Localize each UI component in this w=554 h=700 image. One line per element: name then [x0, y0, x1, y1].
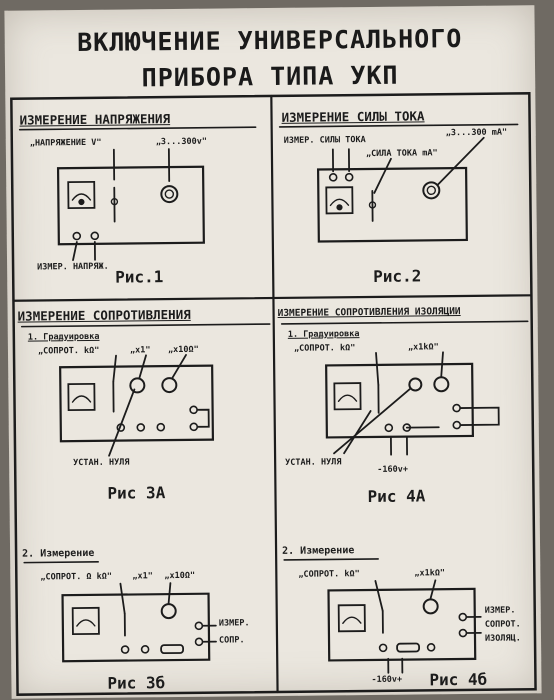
fig3a-heading: ИЗМЕРЕНИЕ СОПРОТИВЛЕНИЯ	[17, 306, 191, 324]
fig4b-caption: Рис 4б	[429, 669, 488, 690]
fig4a-knob-x1k	[433, 376, 450, 393]
fig3b-caption: Рис 3б	[107, 673, 166, 693]
diagram-drawing	[10, 92, 537, 696]
fig2-label-current: „СИЛА ТОКА mA"	[365, 148, 438, 160]
fig3b-label-x1: „x1"	[132, 571, 153, 582]
fig4b-meter-icon	[337, 604, 366, 633]
fig3b-label-switch: „СОПРОТ. Ω kΩ"	[40, 571, 113, 583]
fig3b-label-x10: „x10Ω"	[164, 570, 196, 582]
fig2-range-knob	[422, 181, 441, 200]
fig2-label-terminals: ИЗМЕР. СИЛЫ ТОКА	[283, 135, 366, 146]
fig1-label-terminals: ИЗМЕР. НАПРЯЖ.	[37, 261, 109, 273]
fig3a-knob-x1	[129, 377, 146, 394]
fig1-range-knob	[160, 185, 179, 204]
fig1-heading: ИЗМЕРЕНИЕ НАПРЯЖЕНИЯ	[19, 111, 171, 128]
fig1-device-body	[56, 165, 205, 246]
fig3a-label-x1: „x1"	[129, 345, 151, 356]
instruction-sheet: ВКЛЮЧЕНИЕ УНИВЕРСАЛЬНОГО ПРИБОРА ТИПА УК…	[4, 5, 542, 699]
fig4a-label-x1k: „x1kΩ"	[407, 342, 439, 353]
fig2-meter-icon	[325, 186, 354, 215]
fig4a-knob-zero	[408, 377, 423, 392]
fig3b-label-meas-2: СОПР.	[218, 635, 245, 646]
fig2-device-body	[316, 166, 468, 243]
fig1-label-voltage: „НАПРЯЖЕНИЕ V"	[29, 137, 102, 149]
fig2-heading: ИЗМЕРЕНИЕ СИЛЫ ТОКА	[281, 108, 425, 125]
fig4a-step: 1. Градуировка	[287, 329, 360, 340]
fig1-meter-icon	[67, 180, 96, 210]
fig1-label-range: „3...300v"	[155, 136, 208, 148]
fig3a-device-body	[59, 364, 215, 443]
fig2-caption: Рис.2	[373, 266, 422, 286]
fig3b-device-body	[61, 592, 211, 663]
fig3a-knob-x10	[161, 377, 178, 394]
fig3a-label-switch: „СОПРОТ. kΩ"	[37, 345, 100, 357]
fig4a-label-switch: „СОПРОТ. kΩ"	[293, 343, 356, 354]
fig4b-label-meas-1: ИЗМЕР.	[484, 605, 516, 616]
fig2-terminal-2	[344, 172, 354, 182]
fig4a-caption: Рис 4А	[367, 486, 426, 507]
fig3a-label-zero: УСТАН. НУЛЯ	[73, 457, 130, 469]
fig1-caption: Рис.1	[115, 267, 164, 287]
fig4a-device-body	[325, 362, 475, 439]
fig3a-caption: Рис 3А	[107, 483, 166, 503]
fig4b-label-voltage: -160v+	[371, 674, 403, 685]
fig1-terminal-1	[72, 231, 82, 241]
fig4a-meter-icon	[333, 382, 362, 411]
fig4b-label-x1k: „x1kΩ"	[414, 568, 446, 579]
fig4b-label-meas-3: ИЗОЛЯЦ.	[484, 633, 521, 644]
fig2-label-range: „3...300 mA"	[445, 127, 508, 139]
fig2-terminal-1	[328, 173, 338, 182]
fig4a-label-zero: УСТАН. НУЛЯ	[285, 457, 342, 468]
fig3a-label-x10: „x10Ω"	[167, 344, 199, 356]
fig3b-label-meas-1: ИЗМЕР.	[218, 618, 250, 629]
fig4b-label-meas-2: СОПРОТ.	[484, 619, 521, 630]
fig3b-step: 2. Измерение	[22, 547, 95, 560]
fig4b-knob	[422, 598, 439, 615]
fig3b-knob	[160, 603, 177, 620]
fig4b-label-switch: „СОПРОТ. kΩ"	[298, 569, 360, 580]
divider-vertical	[270, 94, 279, 694]
fig4b-step: 2. Измерение	[282, 545, 355, 557]
fig1-switch-icon	[110, 197, 119, 206]
fig1-terminal-2	[90, 231, 100, 241]
fig4a-heading: ИЗМЕРЕНИЕ СОПРОТИВЛЕНИЯ ИЗОЛЯЦИИ	[277, 306, 461, 319]
fig4a-label-voltage: -160v+	[377, 464, 409, 475]
fig3b-meter-icon	[71, 606, 100, 636]
fig4b-device-body	[327, 587, 477, 662]
fig3a-meter-icon	[67, 382, 96, 412]
fig3a-step: 1. Градуировка	[27, 331, 100, 343]
